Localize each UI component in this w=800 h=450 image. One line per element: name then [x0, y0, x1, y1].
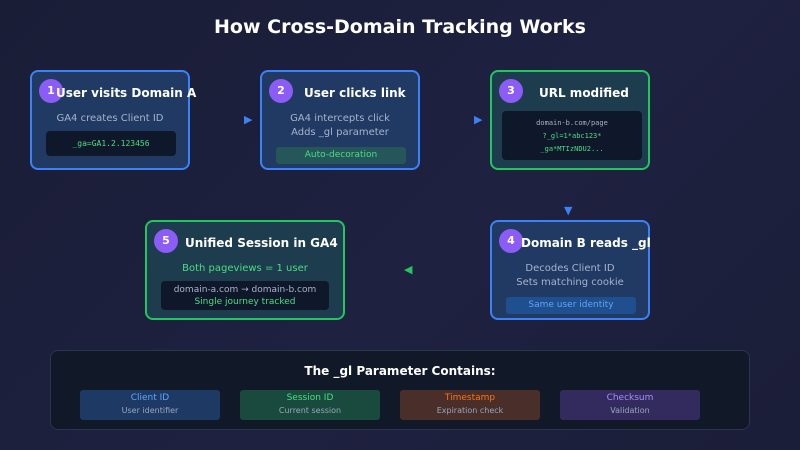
client-id-desc: User identifier: [121, 406, 179, 415]
step-3-url-code: domain-b.com/page ?_gl=1*abc123* _ga*MTI…: [502, 111, 642, 160]
step-1-badge: 1: [39, 79, 63, 103]
gl-parameter-panel: The _gl Parameter Contains: Client ID Us…: [50, 350, 750, 430]
step-5-title: Unified Session in GA4: [185, 236, 338, 250]
step-1-card: 1 User visits Domain A GA4 creates Clien…: [30, 70, 196, 170]
step-5-text: Both pageviews = 1 user: [182, 263, 308, 274]
diagram-title: How Cross-Domain Tracking Works: [214, 16, 586, 38]
step-3-title: URL modified: [539, 86, 629, 100]
step-3-badge: 3: [499, 79, 523, 103]
step-5-journey-line-2: Single journey tracked: [194, 297, 296, 307]
step-5-card: 5 Unified Session in GA4 Both pageviews …: [145, 220, 345, 320]
checksum-desc: Validation: [610, 406, 650, 415]
arrow-left-icon: ◀: [404, 263, 413, 276]
step-1-code: _ga=GA1.2.123456: [46, 131, 176, 156]
step-4-line-1: Decodes Client ID: [525, 263, 615, 274]
checksum-box: Checksum Validation: [560, 390, 700, 420]
step-2-title: User clicks link: [304, 86, 406, 100]
arrow-down-icon: ▼: [564, 204, 573, 217]
checksum-label: Checksum: [606, 393, 654, 403]
step-2-card: 2 User clicks link GA4 intercepts click …: [260, 70, 420, 170]
step-2-badge: 2: [269, 79, 293, 103]
client-id-box: Client ID User identifier: [80, 390, 220, 420]
arrow-right-icon: ▶: [474, 113, 483, 126]
client-id-label: Client ID: [130, 393, 170, 403]
step-5-journey-line-1: domain-a.com → domain-b.com: [173, 285, 317, 295]
arrow-right-icon: ▶: [244, 113, 253, 126]
step-1-text: GA4 creates Client ID: [56, 113, 164, 124]
step-3-url-line-1: domain-b.com/page: [536, 119, 608, 127]
step-4-badge: 4: [499, 229, 523, 253]
timestamp-desc: Expiration check: [436, 406, 504, 415]
step-4-card: 4 Domain B reads _gl Decodes Client ID S…: [490, 220, 651, 320]
step-2-line-2: Adds _gl parameter: [291, 127, 389, 138]
timestamp-box: Timestamp Expiration check: [400, 390, 540, 420]
auto-decoration-pill: Auto-decoration: [276, 147, 406, 164]
step-4-line-2: Sets matching cookie: [516, 277, 624, 288]
step-3-card: 3 URL modified domain-b.com/page ?_gl=1*…: [490, 70, 650, 170]
step-1-title: User visits Domain A: [56, 86, 197, 100]
session-id-desc: Current session: [278, 406, 342, 415]
step-2-line-1: GA4 intercepts click: [290, 113, 390, 124]
session-id-box: Session ID Current session: [240, 390, 380, 420]
same-user-identity-pill: Same user identity: [506, 297, 636, 314]
step-3-url-line-3: _ga*MTIzNDU2...: [540, 145, 604, 153]
step-5-journey-box: domain-a.com → domain-b.com Single journ…: [161, 281, 329, 310]
step-5-badge: 5: [154, 229, 178, 253]
step-4-title: Domain B reads _gl: [521, 236, 651, 250]
step-3-url-line-2: ?_gl=1*abc123*: [542, 132, 602, 140]
timestamp-label: Timestamp: [444, 393, 496, 403]
step-1-code-value: _ga=GA1.2.123456: [72, 139, 150, 148]
session-id-label: Session ID: [286, 393, 334, 403]
gl-parameter-panel-title: The _gl Parameter Contains:: [304, 364, 496, 378]
